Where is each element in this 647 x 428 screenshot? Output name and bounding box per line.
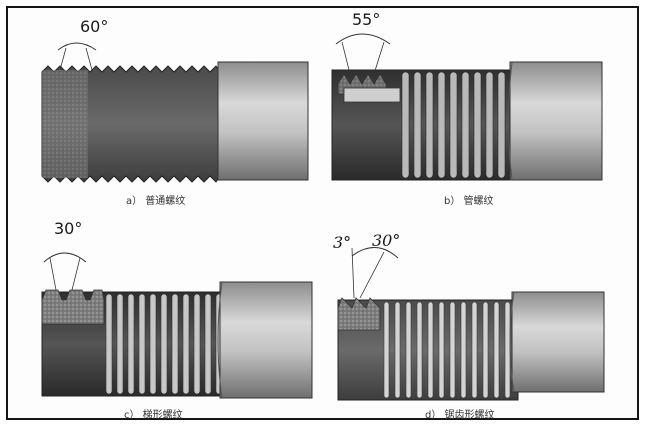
panel-c: 30° c） 梯形螺纹 — [41, 219, 313, 421]
thread-ridge — [171, 293, 179, 395]
thread-ridge — [461, 71, 470, 179]
panel-a-angle-line-left — [59, 47, 67, 71]
panel-d-thread-ridges — [383, 301, 511, 399]
panel-a-angle-arc — [57, 42, 97, 51]
panel-d-angle-label-right: 30° — [372, 231, 400, 250]
panel-d: 3° 30° d） 锯齿形螺纹 — [333, 231, 605, 421]
panel-d-shank-edge — [509, 291, 515, 393]
thread-ridge — [471, 301, 478, 399]
thread-ridge — [105, 293, 113, 395]
panel-c-angle-line-left — [49, 257, 57, 291]
panel-b-angle-arc — [335, 33, 391, 45]
thread-ridge — [504, 301, 511, 399]
panel-a-caption: a） 普通螺纹 — [126, 194, 185, 207]
thread-ridge — [493, 301, 500, 399]
thread-ridge — [127, 293, 135, 395]
thread-ridge — [416, 301, 423, 399]
panel-b-shank-edge — [508, 61, 513, 181]
panel-b-angle-label: 55° — [352, 10, 380, 29]
thread-ridge — [149, 293, 157, 395]
panel-a-angle-label: 60° — [80, 17, 108, 36]
panel-a-section — [42, 70, 88, 178]
panel-b-thread-ridges — [401, 71, 506, 179]
thread-ridge — [449, 301, 456, 399]
panel-b-notch — [343, 87, 401, 103]
thread-ridge — [401, 71, 410, 179]
panel-c-shank — [219, 281, 313, 399]
panel-a: 60° a） 普通螺纹 — [41, 17, 309, 207]
panel-d-section — [337, 297, 381, 331]
thread-ridge — [193, 293, 201, 395]
panel-b-shank — [509, 61, 603, 181]
thread-ridge — [460, 301, 467, 399]
thread-ridge — [437, 71, 446, 179]
panel-c-angle-arc — [43, 252, 87, 263]
panel-c-angle-label: 30° — [54, 219, 82, 238]
thread-ridge — [485, 71, 494, 179]
thread-ridge — [405, 301, 412, 399]
panel-b: 55° b） 管螺纹 — [331, 10, 603, 207]
thread-ridge — [497, 71, 506, 179]
panel-a-angle-line-right — [85, 47, 93, 71]
panel-a-shank — [217, 61, 309, 181]
thread-ridge — [473, 71, 482, 179]
thread-ridge — [438, 301, 445, 399]
thread-ridge — [160, 293, 168, 395]
thread-ridge — [116, 293, 124, 395]
panel-c-caption: c） 梯形螺纹 — [124, 408, 183, 421]
thread-ridge — [394, 301, 401, 399]
panel-c-section — [41, 289, 105, 325]
thread-ridge — [427, 301, 434, 399]
panel-c-angle-line-right — [71, 257, 81, 291]
panel-c-shank-edge — [217, 281, 223, 399]
thread-ridge — [413, 71, 422, 179]
thread-ridge — [182, 293, 190, 395]
panel-d-angle-label-left: 3° — [333, 233, 351, 252]
panel-b-angle-line-right — [373, 41, 385, 75]
panel-d-angle-arc — [351, 247, 399, 259]
thread-ridge — [138, 293, 146, 395]
thread-ridge — [204, 293, 212, 395]
panel-d-shank — [511, 291, 605, 393]
panel-d-caption: d） 锯齿形螺纹 — [425, 408, 495, 421]
panel-d-angle-line-right — [359, 251, 385, 299]
thread-ridge — [482, 301, 489, 399]
panel-b-angle-line-left — [341, 41, 351, 75]
thread-ridge — [425, 71, 434, 179]
panel-b-caption: b） 管螺纹 — [444, 194, 494, 207]
thread-ridge — [449, 71, 458, 179]
thread-ridge — [383, 301, 390, 399]
panel-b-thread-body — [331, 69, 513, 181]
